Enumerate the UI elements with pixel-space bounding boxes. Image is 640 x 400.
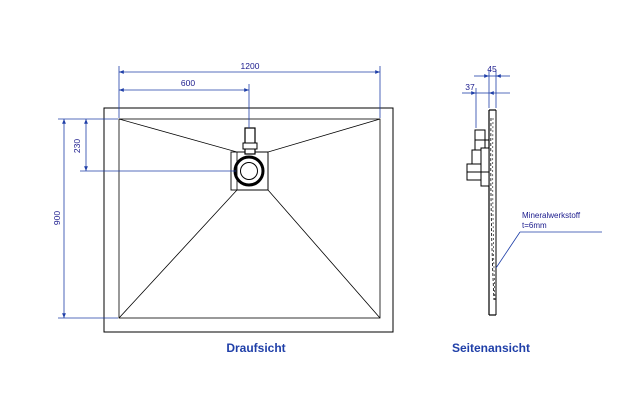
tray-profile [488, 109, 497, 316]
material-label: Mineralwerkstoff [522, 211, 581, 220]
dimension-width: 1200 [118, 61, 381, 118]
drain-pipe [244, 127, 256, 155]
dimension-45: 45 [474, 64, 510, 108]
tray-outline [103, 107, 394, 333]
side-view-caption: Seitenansicht [452, 341, 530, 355]
top-view: 1200 600 900 230 Draufsicht [52, 61, 394, 355]
dimension-half: 600 [119, 78, 250, 128]
dimension-height: 900 [52, 118, 118, 319]
side-view: 45 37 Mineralwerkstoff t=6mm Seitenansic… [452, 64, 602, 355]
drain-outer-ring [233, 155, 265, 187]
drain-side [466, 129, 490, 187]
thickness-label: t=6mm [522, 221, 547, 230]
dim-37-label: 37 [465, 82, 475, 92]
dim-45-label: 45 [487, 64, 497, 74]
dimension-37: 37 [462, 82, 510, 128]
dim-900-label: 900 [52, 211, 62, 225]
dim-600-label: 600 [181, 78, 195, 88]
tray-inner-rim [118, 118, 381, 319]
dim-1200-label: 1200 [241, 61, 260, 71]
top-view-caption: Draufsicht [226, 341, 285, 355]
drain [230, 127, 269, 191]
dimension-drain: 230 [72, 119, 236, 172]
dim-230-label: 230 [72, 139, 82, 153]
material-leader: Mineralwerkstoff t=6mm [495, 211, 602, 269]
